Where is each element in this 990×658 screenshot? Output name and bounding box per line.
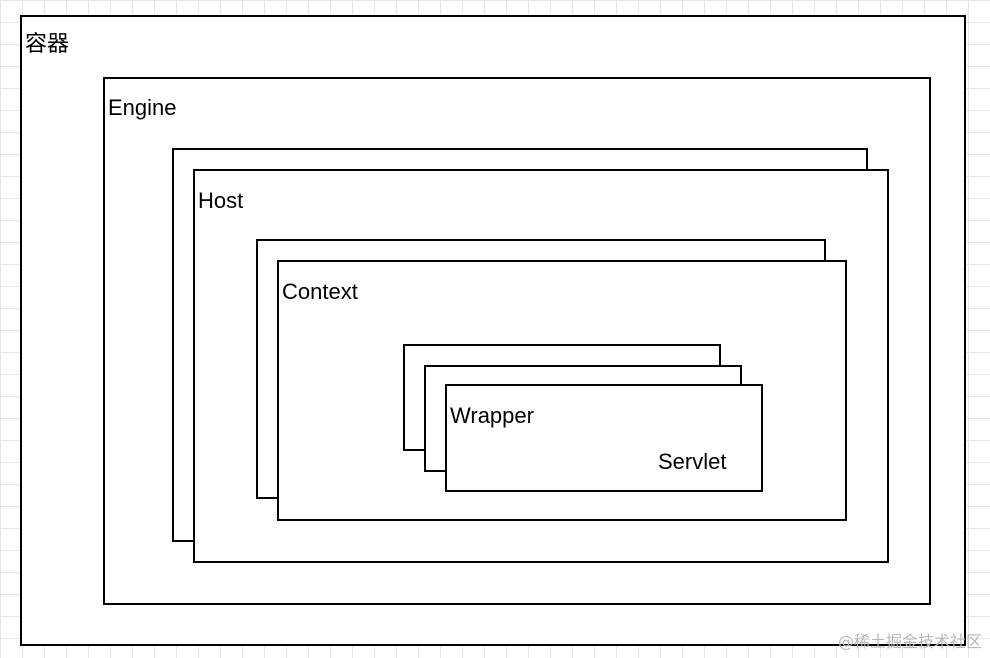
host-label: Host: [198, 188, 244, 213]
watermark-text: @稀土掘金技术社区: [837, 632, 982, 651]
wrapper-box: Wrapper Servlet: [445, 384, 763, 492]
container-label: 容器: [25, 32, 70, 57]
servlet-label: Servlet: [658, 449, 727, 474]
wrapper-label: Wrapper: [450, 403, 534, 428]
context-label: Context: [282, 279, 358, 304]
engine-label: Engine: [108, 95, 177, 120]
